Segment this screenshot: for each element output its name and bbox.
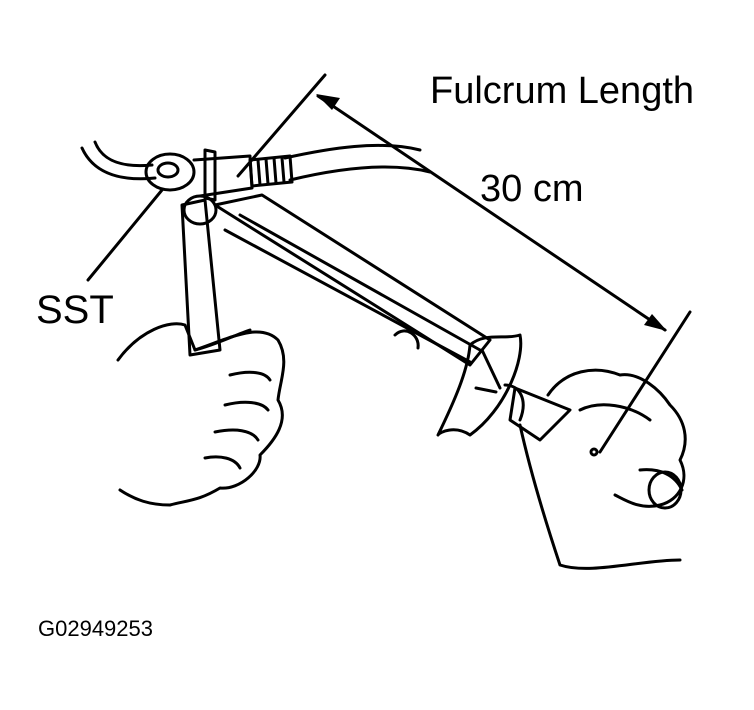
- figure-code: G02949253: [38, 616, 153, 641]
- dimension-arrowheads: [316, 94, 667, 331]
- sst-label: SST: [36, 288, 114, 332]
- hand-icon: [518, 368, 687, 570]
- torque-wrench-icon: [213, 193, 572, 442]
- distance-label: 30 cm: [480, 168, 584, 210]
- fulcrum-dimension-line: [236, 73, 692, 454]
- fulcrum-length-label: Fulcrum Length: [430, 70, 695, 112]
- sst-tool: [144, 148, 254, 357]
- sst-leader-line: [86, 188, 164, 282]
- hose-icon: [80, 140, 432, 188]
- hand-icon: [116, 322, 286, 507]
